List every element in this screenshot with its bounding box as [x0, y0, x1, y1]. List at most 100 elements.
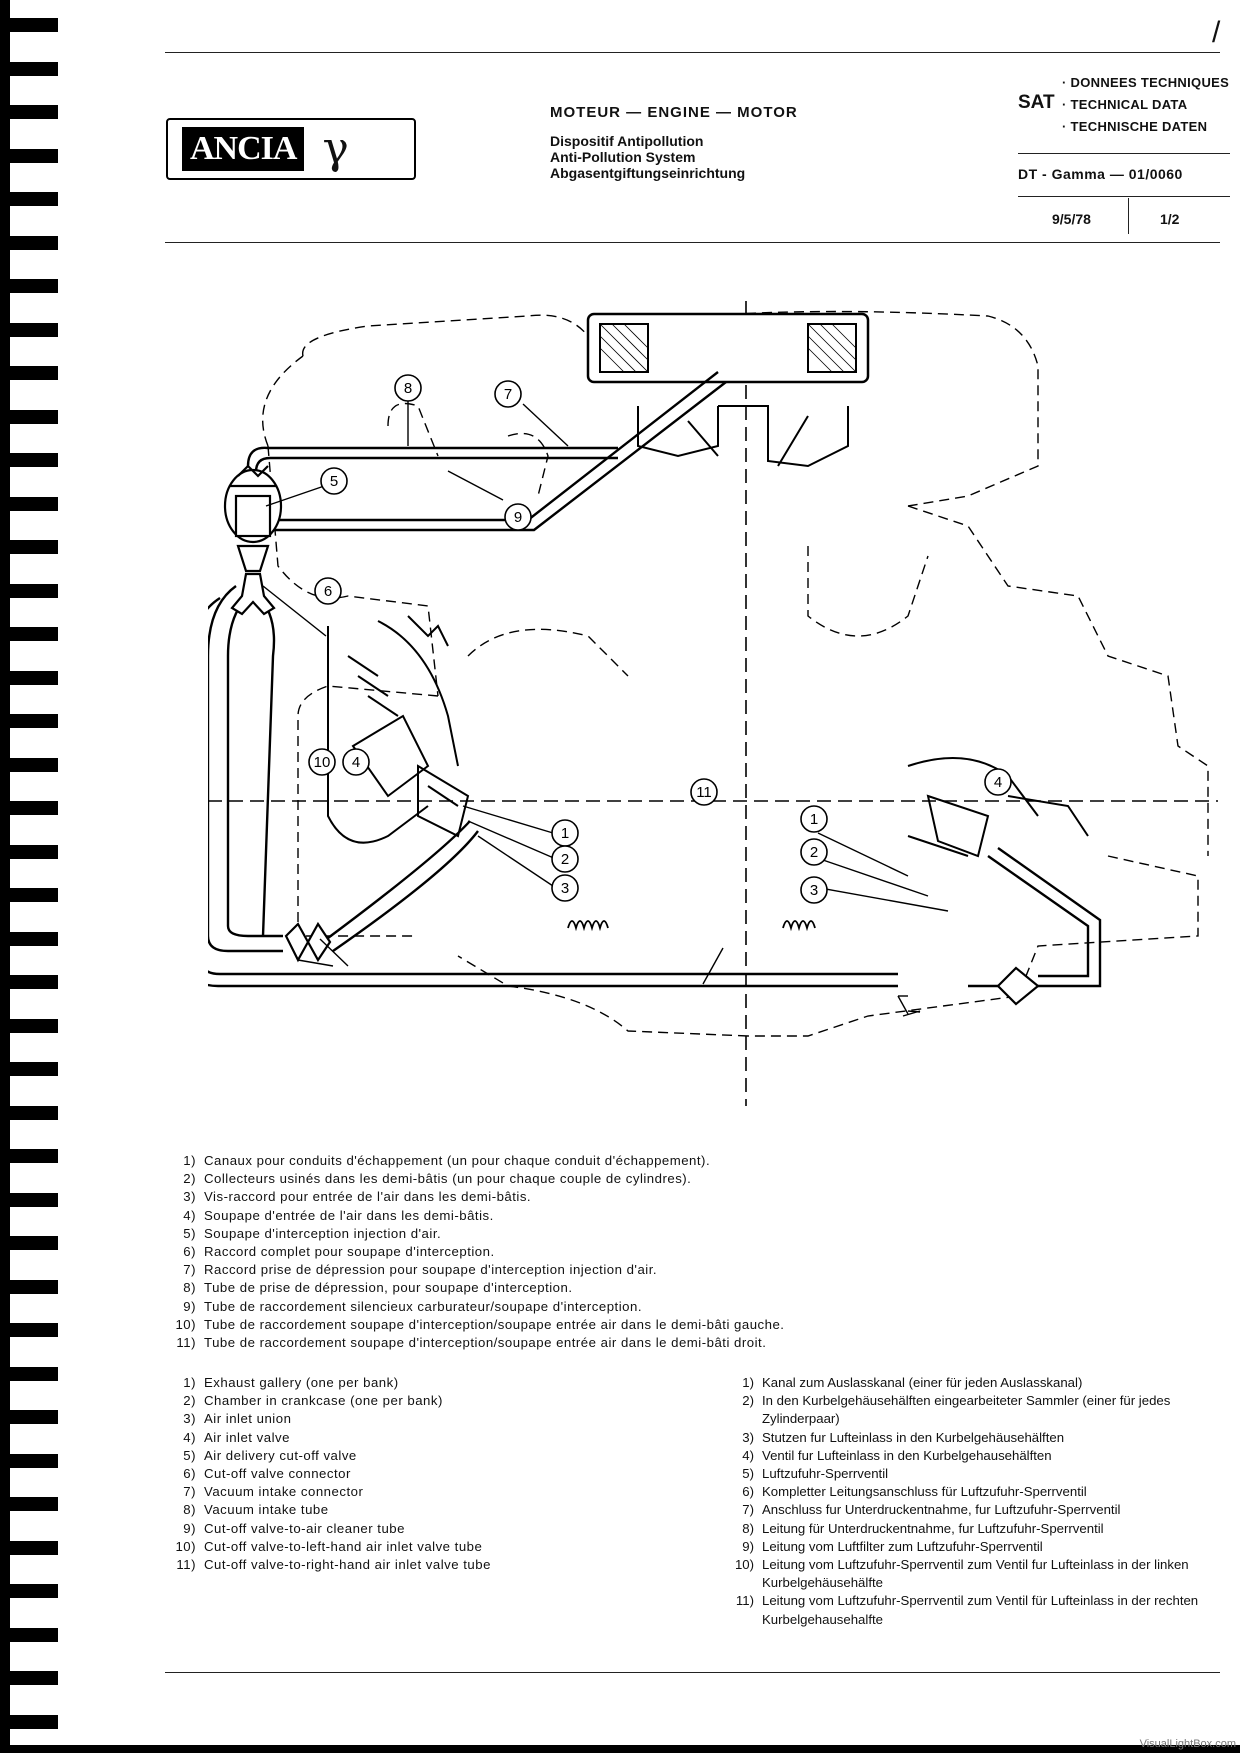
- legend-fr-item: 9)Tube de raccordement silencieux carbur…: [183, 1298, 642, 1314]
- callout-5: 5: [320, 467, 348, 495]
- callout-8: 8: [394, 374, 422, 402]
- bottom-edge: [0, 1745, 1240, 1753]
- binding-ring: [0, 844, 58, 859]
- binding-ring: [0, 670, 58, 685]
- legend-en-item: 7)Vacuum intake connector: [183, 1484, 364, 1500]
- svg-text:11: 11: [696, 784, 712, 801]
- legend-de-item: 11)Leitung vom Luftzufuhr-Sperrventil zu…: [735, 1593, 1199, 1627]
- legend-fr-item: 2)Collecteurs usinés dans les demi-bâtis…: [183, 1171, 692, 1187]
- subtitle-de: Abgasentgiftungseinrichtung: [550, 165, 746, 181]
- binding-ring: [0, 975, 58, 989]
- binding-ring: [0, 540, 58, 554]
- binding-ring: [0, 1236, 58, 1250]
- callout-7: 7: [494, 380, 522, 408]
- binding-ring: [0, 322, 58, 337]
- binding-ring: [0, 409, 58, 424]
- legend-de-item: 1)Kanal zum Auslasskanal (einer für jede…: [742, 1375, 1083, 1390]
- legend-fr-item: 5)Soupape d'interception injection d'air…: [183, 1225, 442, 1241]
- document-date: 9/5/78: [1052, 211, 1091, 227]
- legend-en-item: 8)Vacuum intake tube: [183, 1502, 329, 1518]
- legend-fr-item: 6)Raccord complet pour soupape d'interce…: [183, 1244, 495, 1260]
- svg-text:3: 3: [810, 882, 818, 899]
- sat-line-de: · TECHNISCHE DATEN: [1062, 119, 1208, 134]
- binding-ring: [0, 627, 58, 641]
- binding-ring: [0, 1323, 58, 1337]
- page-number: 1/2: [1160, 211, 1180, 227]
- binding-ring: [0, 1279, 58, 1294]
- legend-german: 1)Kanal zum Auslasskanal (einer für jede…: [718, 1374, 1238, 1629]
- legend-fr-item: 1)Canaux pour conduits d'échappement (un…: [183, 1153, 711, 1168]
- legend-en-item: 9)Cut-off valve-to-air cleaner tube: [183, 1520, 405, 1536]
- callout-10: 10: [308, 748, 336, 776]
- logo-wordmark: ANCIA: [182, 127, 305, 171]
- binding-ring: [0, 1062, 58, 1076]
- binding-ring: [0, 1671, 58, 1685]
- top-rule: [165, 52, 1220, 53]
- legend-fr-item: 8)Tube de prise de dépression, pour soup…: [183, 1280, 573, 1296]
- sat-categories: · DONNEES TECHNIQUES · TECHNICAL DATA · …: [1062, 72, 1229, 138]
- binding-ring: [0, 192, 58, 206]
- binding-ring: [0, 1453, 58, 1468]
- spiral-binding: [0, 0, 60, 1753]
- subtitle-fr: Dispositif Antipollution: [550, 133, 704, 149]
- legend-de-item: 6)Kompletter Leitungsanschluss für Luftz…: [742, 1484, 1087, 1500]
- binding-ring: [0, 496, 58, 511]
- section-title: MOTEUR — ENGINE — MOTOR: [550, 104, 798, 121]
- document-reference: DT - Gamma — 01/0060: [1018, 166, 1183, 182]
- legend-en-item: 6)Cut-off valve connector: [183, 1466, 351, 1482]
- callout-11: 11: [690, 778, 718, 806]
- svg-text:8: 8: [404, 380, 412, 397]
- binding-ring: [0, 366, 58, 380]
- callout-2-left: 2: [551, 845, 579, 873]
- legend-fr-item: 7)Raccord prise de dépression pour soupa…: [183, 1262, 658, 1278]
- legend-fr-item: 11)Tube de raccordement soupape d'interc…: [176, 1335, 767, 1351]
- svg-text:7: 7: [504, 386, 512, 403]
- legend-de-item: 3)Stutzen fur Lufteinlass in den Kurbelg…: [742, 1429, 1065, 1445]
- legend-fr-item: 3)Vis-raccord pour entrée de l'air dans …: [183, 1189, 532, 1205]
- sat-label: SAT: [1018, 92, 1055, 113]
- binding-ring: [0, 1540, 58, 1555]
- section-subtitles: Dispositif Antipollution Anti-Pollution …: [550, 133, 745, 181]
- callout-4-right: 4: [984, 768, 1012, 796]
- callout-9: 9: [504, 503, 532, 531]
- binding-ring: [0, 757, 58, 772]
- svg-text:10: 10: [314, 754, 331, 771]
- legend-english: 1)Exhaust gallery (one per bank) 2)Chamb…: [160, 1374, 491, 1574]
- callout-2-right: 2: [800, 838, 828, 866]
- legend-de-item: 7)Anschluss fur Unterdruckentnahme, fur …: [742, 1502, 1121, 1518]
- subtitle-en: Anti-Pollution System: [550, 149, 696, 165]
- binding-ring: [0, 1584, 58, 1598]
- binding-ring: [0, 18, 58, 32]
- legend-de-item: 10)Leitung vom Luftzufuhr-Sperrventil zu…: [734, 1557, 1189, 1591]
- callout-1-right: 1: [800, 805, 828, 833]
- watermark: VisualLightBox.com: [1139, 1738, 1236, 1750]
- gamma-symbol: γ: [322, 123, 349, 174]
- legend-fr-item: 10)Tube de raccordement soupape d'interc…: [175, 1316, 785, 1332]
- legend-de-item: 8)Leitung für Unterdruckentnahme, fur Lu…: [742, 1520, 1104, 1536]
- binding-ring: [0, 583, 58, 598]
- footer-rule: [165, 1672, 1220, 1673]
- svg-text:2: 2: [810, 844, 818, 861]
- callout-4-left: 4: [342, 748, 370, 776]
- legend-en-item: 2)Chamber in crankcase (one per bank): [183, 1393, 443, 1409]
- binding-ring: [0, 931, 58, 946]
- legend-en-item: 10)Cut-off valve-to-left-hand air inlet …: [175, 1538, 483, 1554]
- svg-text:4: 4: [994, 774, 1002, 791]
- binding-ring: [0, 714, 58, 728]
- svg-text:3: 3: [561, 880, 569, 897]
- legend-de-item: 9)Leitung vom Luftfilter zum Luftzufuhr-…: [742, 1538, 1043, 1554]
- binding-ring: [0, 105, 58, 119]
- binding-ring: [0, 1018, 58, 1033]
- legend-en-item: 4)Air inlet valve: [183, 1429, 290, 1445]
- legend-french: 1)Canaux pour conduits d'échappement (un…: [160, 1152, 784, 1352]
- sat-rule: [1018, 153, 1230, 154]
- binding-ring: [0, 61, 58, 76]
- svg-text:1: 1: [810, 811, 818, 828]
- binding-ring: [0, 1497, 58, 1511]
- callout-1-left: 1: [551, 819, 579, 847]
- legend-en-item: 3)Air inlet union: [183, 1411, 292, 1427]
- svg-text:1: 1: [561, 825, 569, 842]
- sat-line-fr: · DONNEES TECHNIQUES: [1062, 75, 1230, 90]
- binding-ring: [0, 1410, 58, 1424]
- lancia-logo: ANCIA γ: [166, 118, 416, 180]
